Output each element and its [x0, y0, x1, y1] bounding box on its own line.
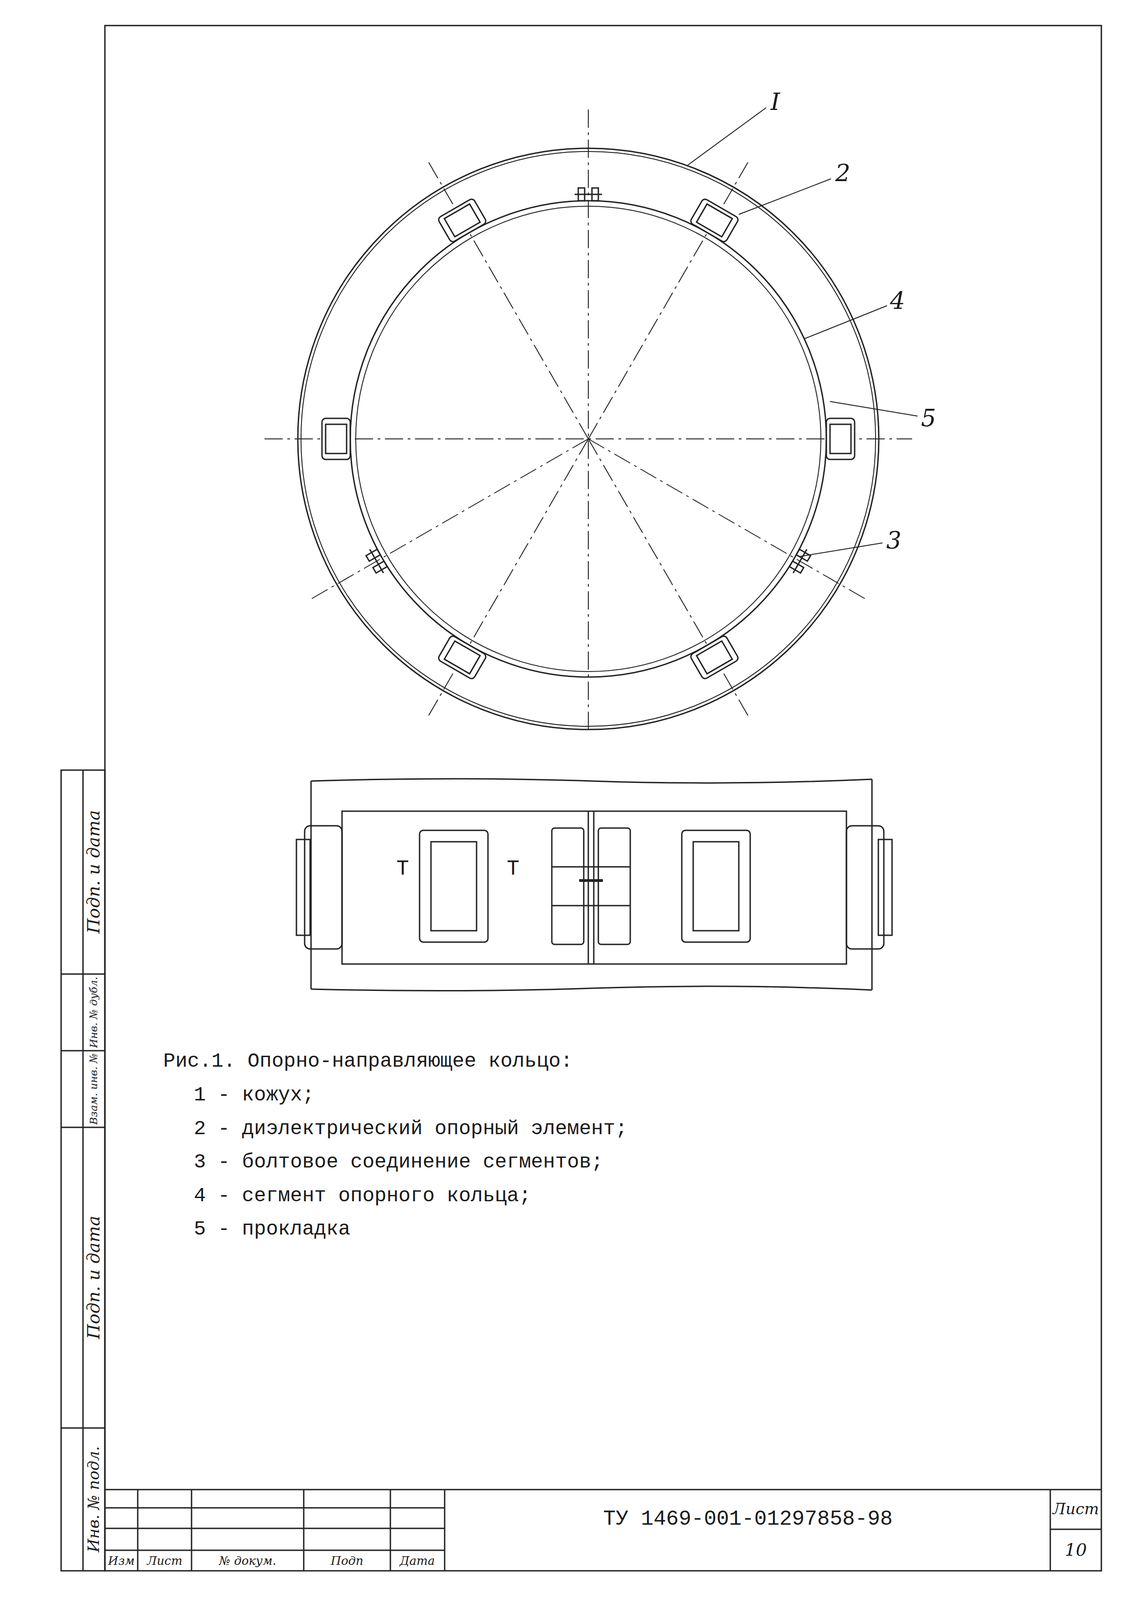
callout-number: 2 [835, 160, 851, 187]
title-field: Подп [330, 1553, 364, 1567]
leader-lines [687, 107, 918, 557]
stamp-field: Взам. инв. № [88, 1053, 100, 1125]
legend-item: 1 - кожух; [193, 1083, 315, 1106]
callout-number: 5 [920, 404, 936, 431]
bolt-joint [364, 545, 390, 576]
sheet-frame [104, 25, 1102, 1571]
dielectric-support [826, 418, 855, 460]
callout-number: 4 [889, 287, 905, 314]
callout-number: 3 [886, 527, 902, 554]
ring-front-view [264, 109, 913, 735]
dielectric-support [689, 197, 740, 244]
bolt-joint [574, 187, 602, 201]
stamp-field: Инв. № дубл. [88, 976, 100, 1048]
mark-letter: Т [506, 857, 520, 881]
sheet-number: 10 [1064, 1540, 1087, 1560]
legend-item: 5 - прокладка [193, 1217, 351, 1240]
legend-item: 3 - болтовое соединение сегментов; [193, 1150, 604, 1173]
dielectric-support [321, 418, 351, 460]
stamp-field: Подп. и дата [84, 1215, 104, 1339]
dielectric-support [437, 634, 488, 680]
bolt-joint [787, 545, 813, 576]
callout-number: I [770, 88, 781, 115]
stamp-field: Подп. и дата [84, 809, 104, 934]
dielectric-support [437, 197, 488, 244]
dielectric-support [689, 634, 740, 680]
title-field: Дата [399, 1553, 436, 1567]
legend-item: 2 - диэлектрический опорный элемент; [193, 1117, 628, 1140]
figure-caption: Рис.1. Опорно-направляющее кольцо: [163, 1049, 573, 1072]
title-field: Лист [146, 1553, 183, 1567]
side-stamp [61, 769, 105, 1571]
document-number: ТУ 1469-001-01297858-98 [603, 1507, 893, 1531]
ring-side-view [296, 778, 893, 991]
title-field: Изм [108, 1553, 135, 1567]
stamp-field: Инв. № подл. [85, 1445, 103, 1552]
title-block [104, 1488, 1102, 1571]
title-field: № докум. [218, 1553, 276, 1567]
mark-letter: Т [396, 857, 410, 881]
sheet-label: Лист [1052, 1499, 1100, 1517]
legend-item: 4 - сегмент опорного кольца; [193, 1184, 531, 1207]
